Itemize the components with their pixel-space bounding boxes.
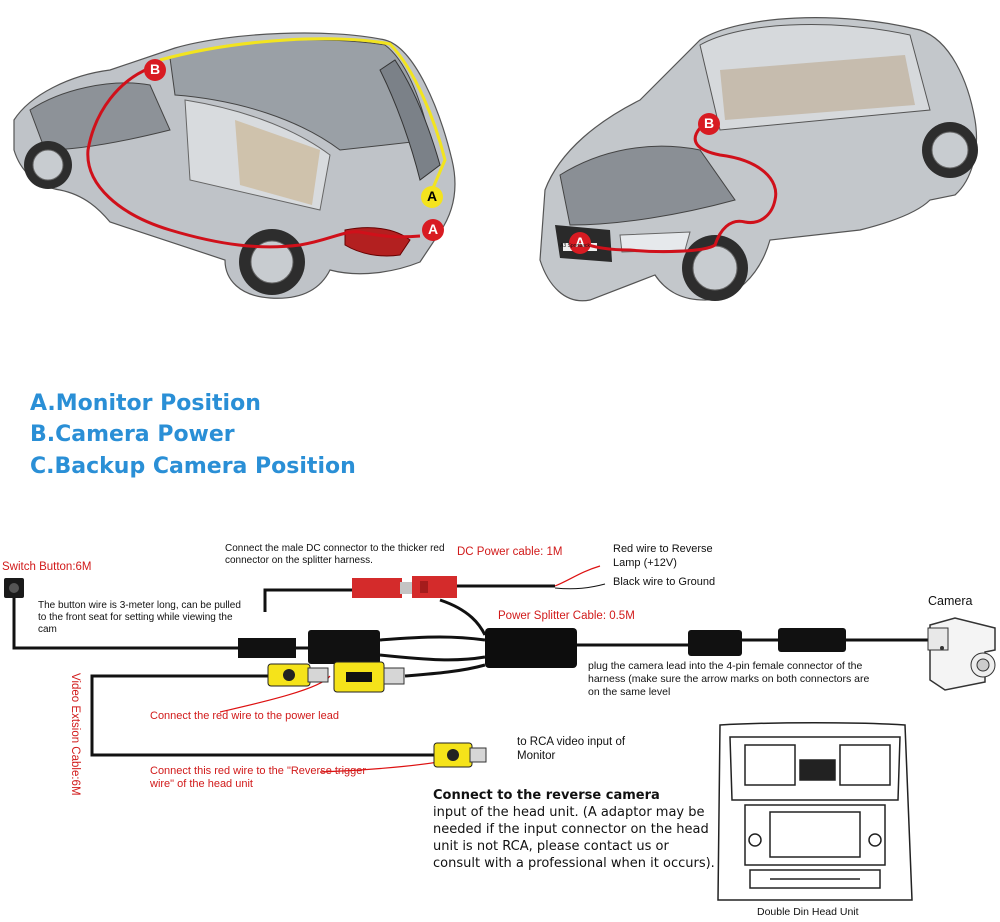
red-power-lead-note: Connect the red wire to the power lead [150, 710, 339, 722]
head-unit-label: Double Din Head Unit [757, 906, 859, 918]
rca-video-note: to RCA video input of Monitor [517, 736, 626, 762]
black-wire-note: Black wire to Ground [613, 576, 716, 588]
black-ground-wire [554, 583, 606, 590]
connector-switch-end [238, 638, 296, 658]
plug-camera-note: plug the camera lead into the 4-pin fema… [588, 660, 870, 698]
dc-male-connector [352, 578, 412, 598]
right-car-marker-a-label: A [574, 234, 586, 250]
rca-yellow-connector-2 [333, 661, 405, 693]
head-unit-note-body: input of the head unit. (A adaptor may b… [433, 805, 715, 871]
license-plate-text: A3 Sportback [560, 243, 591, 249]
legend-monitor-position: A.Monitor Position [30, 391, 261, 416]
right-car-marker-a [569, 232, 591, 254]
splitter-box [485, 628, 577, 668]
left-car-marker-a-bottom-label: A [427, 221, 439, 237]
power-splitter-label: Power Splitter Cable: 0.5M [498, 610, 635, 622]
right-car-marker-b-label: B [703, 115, 715, 131]
camera-illustration [927, 617, 996, 691]
left-car-marker-b-label: B [149, 61, 161, 77]
camera-lead-female-connector [688, 630, 742, 656]
head-unit-illustration [717, 722, 913, 901]
head-unit-note-title: Connect to the reverse camera [433, 788, 660, 803]
switch-button-label: Switch Button:6M [2, 561, 92, 573]
left-car-marker-a-bottom [422, 219, 444, 241]
left-car-illustration [13, 32, 456, 299]
left-car-marker-b [144, 59, 166, 81]
right-car-illustration [539, 17, 978, 302]
camera-label: Camera [928, 594, 973, 608]
video-extension-cable-label: Video Extsion Cable:6M [69, 673, 81, 796]
red-wire-note: Red wire to Reverse Lamp (+12V) [613, 543, 713, 569]
switch-wire-note: The button wire is 3-meter long, can be … [38, 600, 241, 635]
rca-monitor-connector [433, 742, 487, 768]
dc-connect-note: Connect the male DC connector to the thi… [225, 543, 445, 566]
dc-female-connector [412, 576, 457, 598]
left-car-marker-a-top [421, 186, 443, 208]
right-car-marker-b [698, 113, 720, 135]
rca-yellow-connector-1 [267, 663, 329, 687]
dc-power-cable-label: DC Power cable: 1M [457, 546, 563, 558]
connector-4pin-switch-side [308, 630, 380, 664]
legend-backup-camera-position: C.Backup Camera Position [30, 454, 356, 479]
cables [12, 584, 930, 757]
legend-camera-power: B.Camera Power [30, 422, 235, 447]
switch-button[interactable] [4, 578, 24, 598]
left-car-marker-a-top-label: A [426, 188, 438, 204]
camera-lead-male-connector [778, 628, 846, 652]
reverse-trigger-note: Connect this red wire to the "Reverse tr… [150, 765, 367, 790]
